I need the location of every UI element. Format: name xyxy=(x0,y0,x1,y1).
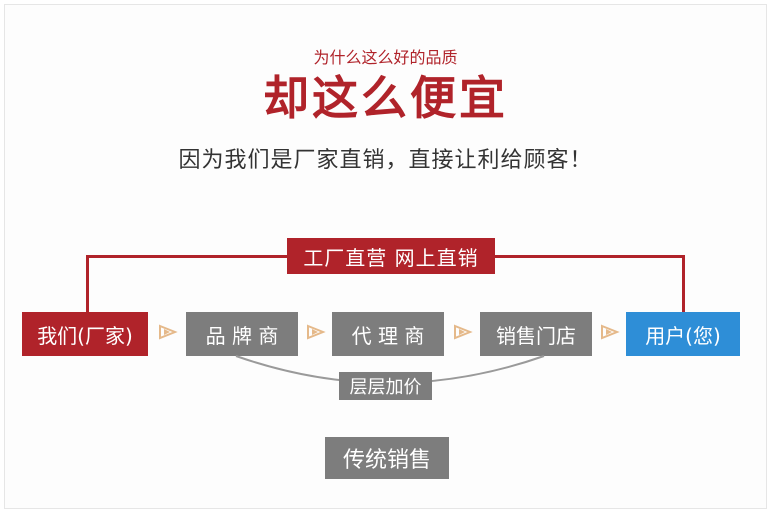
node-agent: 代 理 商 xyxy=(332,312,444,356)
arrow-right-icon xyxy=(159,324,178,340)
direct-line-right-vertical xyxy=(682,255,685,313)
direct-sales-banner: 工厂直营 网上直销 xyxy=(287,238,495,274)
node-factory: 我们(厂家) xyxy=(22,312,148,356)
arrow-right-icon xyxy=(454,324,473,340)
node-user: 用户(您) xyxy=(626,312,740,356)
direct-line-left-horizontal xyxy=(86,255,289,258)
arrow-right-icon xyxy=(307,324,326,340)
direct-line-left-vertical xyxy=(86,255,89,313)
markup-label: 层层加价 xyxy=(339,372,432,400)
direct-line-right-horizontal xyxy=(493,255,685,258)
headline: 却这么便宜 xyxy=(263,71,508,125)
node-store: 销售门店 xyxy=(480,312,592,356)
arrow-right-icon xyxy=(601,324,620,340)
tagline: 因为我们是厂家直销，直接让利给顾客！ xyxy=(178,148,593,173)
node-brand: 品 牌 商 xyxy=(186,312,298,356)
traditional-sales-label: 传统销售 xyxy=(325,437,449,479)
subtitle: 为什么这么好的品质 xyxy=(313,48,458,67)
